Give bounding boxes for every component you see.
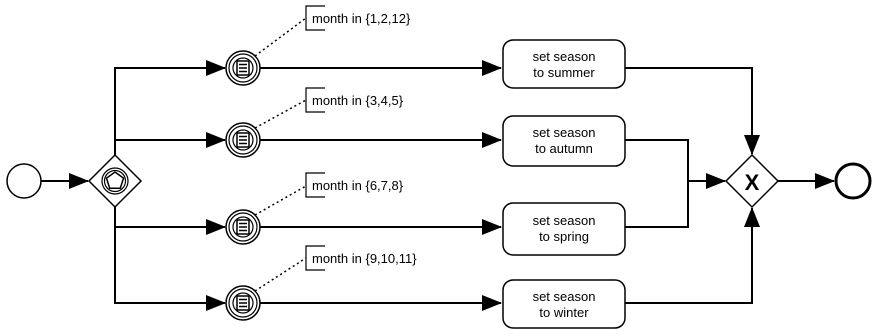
start-event (6, 163, 42, 199)
task-set-autumn[interactable]: set season to autumn (502, 115, 626, 167)
event-based-gateway (87, 153, 143, 209)
task-label-line2: to autumn (535, 141, 593, 156)
annotation-bracket-3 (305, 172, 325, 198)
condition-icon (236, 132, 250, 148)
flow-split-3 (114, 207, 226, 235)
annotation-bracket-4 (305, 245, 325, 271)
flow-split-2 (114, 132, 226, 155)
end-event (834, 162, 872, 200)
pentagon-icon (105, 171, 125, 189)
association-3 (254, 185, 307, 216)
timer-event-1 (225, 50, 261, 86)
flow-task4-to-join (625, 207, 760, 304)
timer-event-3 (225, 209, 261, 245)
task-set-winter[interactable]: set season to winter (502, 279, 626, 329)
task-label-line2: to winter (539, 305, 589, 320)
flow-task3-to-join (625, 181, 689, 228)
flow-split-1 (114, 60, 226, 155)
association-4 (254, 257, 307, 292)
association-1 (254, 17, 307, 57)
condition-icon (236, 219, 250, 235)
annotation-2: month in {3,4,5} (312, 93, 404, 108)
condition-icon (236, 295, 250, 311)
task-label-line1: set season (533, 125, 596, 140)
flow-split-4 (114, 207, 226, 311)
annotation-3: month in {6,7,8} (312, 178, 404, 193)
task-label-line1: set season (533, 49, 596, 64)
task-label-line1: set season (533, 213, 596, 228)
task-label-line2: to spring (539, 229, 589, 244)
annotation-4: month in {9,10,11} (312, 251, 417, 266)
flow-task1-to-join (625, 67, 760, 155)
association-2 (254, 99, 307, 129)
timer-event-2 (225, 122, 261, 158)
task-set-summer[interactable]: set season to summer (502, 39, 626, 89)
task-set-spring[interactable]: set season to spring (502, 202, 626, 256)
timer-event-4 (225, 285, 261, 321)
annotation-bracket-1 (305, 5, 325, 31)
annotation-1: month in {1,2,12} (312, 11, 411, 26)
exclusive-gateway: X (724, 153, 780, 209)
task-label-line2: to summer (533, 65, 595, 80)
flow-task2-to-join (625, 139, 689, 181)
annotation-bracket-2 (305, 87, 325, 113)
condition-icon (236, 60, 250, 76)
task-label-line1: set season (533, 289, 596, 304)
x-marker: X (745, 170, 760, 195)
